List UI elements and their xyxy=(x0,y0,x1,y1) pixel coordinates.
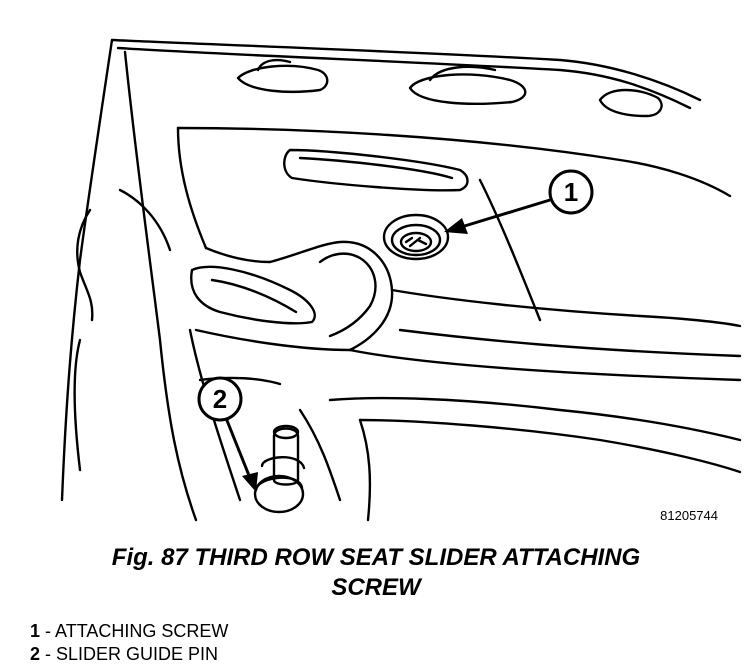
legend-separator: - xyxy=(40,621,56,641)
floor-pan-top-edge-inner xyxy=(118,48,690,108)
caption-line-2: SCREW xyxy=(331,574,421,601)
callout-1-number: 1 xyxy=(564,177,578,207)
callout-2-circle xyxy=(199,378,241,420)
callout-1-circle xyxy=(550,171,592,213)
slider-guide-pin xyxy=(255,426,304,512)
callout-2: 2 xyxy=(199,378,258,492)
callout-1-leader xyxy=(458,200,550,228)
callout-1-arrowhead xyxy=(444,218,468,234)
figure-caption: Fig. 87 THIRD ROW SEAT SLIDER ATTACHING … xyxy=(40,543,712,603)
legend: 1 - ATTACHING SCREW 2 - SLIDER GUIDE PIN xyxy=(30,620,530,666)
callout-2-number: 2 xyxy=(213,384,227,414)
upper-recess-right xyxy=(600,90,662,116)
legend-separator: - xyxy=(40,644,57,664)
floor-rib-lower xyxy=(350,350,740,380)
caption-line-1: Fig. 87 THIRD ROW SEAT SLIDER ATTACHING xyxy=(111,544,641,571)
callout-2-leader xyxy=(226,418,250,478)
legend-text: SLIDER GUIDE PIN xyxy=(56,644,219,664)
legend-number: 1 xyxy=(30,621,41,641)
legend-text: ATTACHING SCREW xyxy=(55,621,229,641)
upper-recess-left xyxy=(238,66,327,92)
floor-pan-top-edge xyxy=(112,40,700,100)
floor-rib-upper xyxy=(178,128,730,196)
legend-item: 1 - ATTACHING SCREW xyxy=(30,620,530,643)
callout-1: 1 xyxy=(444,171,592,234)
seat-slider-illustration: 1 2 xyxy=(0,0,752,540)
attaching-screw xyxy=(384,215,448,259)
floor-cross-member xyxy=(270,242,392,350)
legend-item: 2 - SLIDER GUIDE PIN xyxy=(30,643,530,666)
legend-number: 2 xyxy=(30,644,41,664)
left-seat-pocket xyxy=(191,267,315,323)
upper-recess-middle xyxy=(410,74,525,103)
floor-pan-left-wall xyxy=(62,40,112,500)
slot-recess xyxy=(284,150,467,190)
callout-2-arrowhead xyxy=(242,472,258,492)
floor-pan-left-wall-inner xyxy=(125,52,196,520)
figure-id: 81205744 xyxy=(660,508,718,523)
